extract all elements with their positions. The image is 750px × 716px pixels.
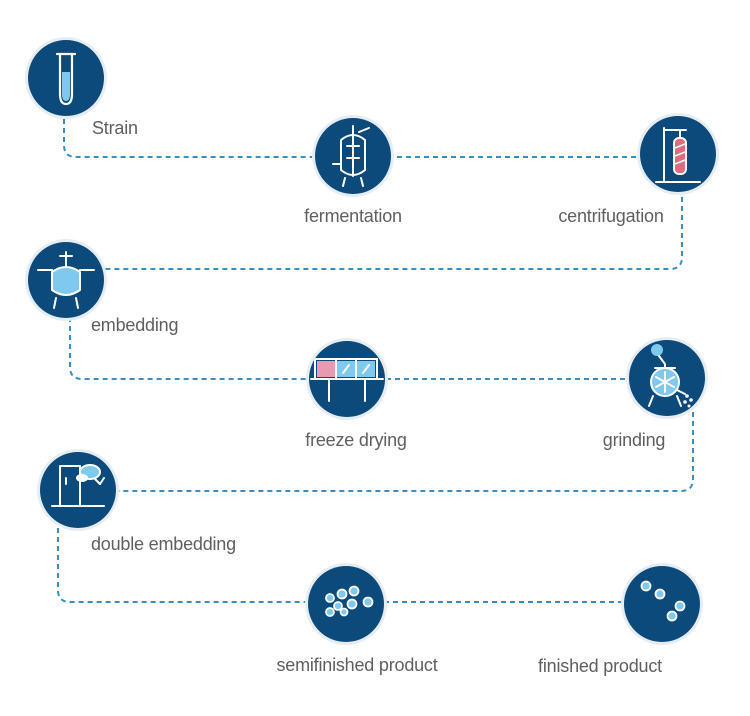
connector-centrifugation-embedding (104, 188, 683, 270)
step-embedding-node (28, 242, 104, 318)
step-finished-product-node (624, 566, 700, 642)
step-freeze-drying-node (309, 341, 385, 417)
test-tube-icon (55, 52, 77, 106)
connector-grinding-double-embedding (114, 412, 694, 492)
step-label: finished product (538, 656, 662, 676)
step-label: centrifugation (558, 206, 664, 226)
step-label: Strain (92, 118, 138, 138)
freeze-dryer-icon (310, 358, 384, 402)
step-label: double embedding (91, 534, 236, 554)
semifinished-granules-icon (325, 585, 374, 617)
embedding-vessel-icon (37, 251, 95, 309)
connector-strain-fermentation (63, 110, 318, 158)
step-strain-node (28, 40, 104, 116)
grinder-icon (648, 344, 693, 408)
step-grinding-node (629, 340, 705, 416)
step-centrifugation-node (640, 116, 716, 192)
step-fermentation-node (315, 118, 391, 194)
connector-double-embedding-semifinished (57, 528, 308, 603)
finished-granules-icon (640, 580, 686, 622)
step-label: fermentation (304, 206, 402, 226)
step-double-embedding-node (40, 452, 116, 528)
step-label: semifinished product (276, 655, 438, 675)
fermenter-tank-icon (332, 125, 370, 187)
step-semifinished-product-node (308, 566, 384, 642)
double-embedding-icon (51, 464, 105, 507)
centrifuge-icon (655, 127, 701, 183)
step-label: freeze drying (305, 430, 407, 450)
step-label: grinding (602, 430, 666, 450)
step-label: embedding (91, 315, 179, 335)
